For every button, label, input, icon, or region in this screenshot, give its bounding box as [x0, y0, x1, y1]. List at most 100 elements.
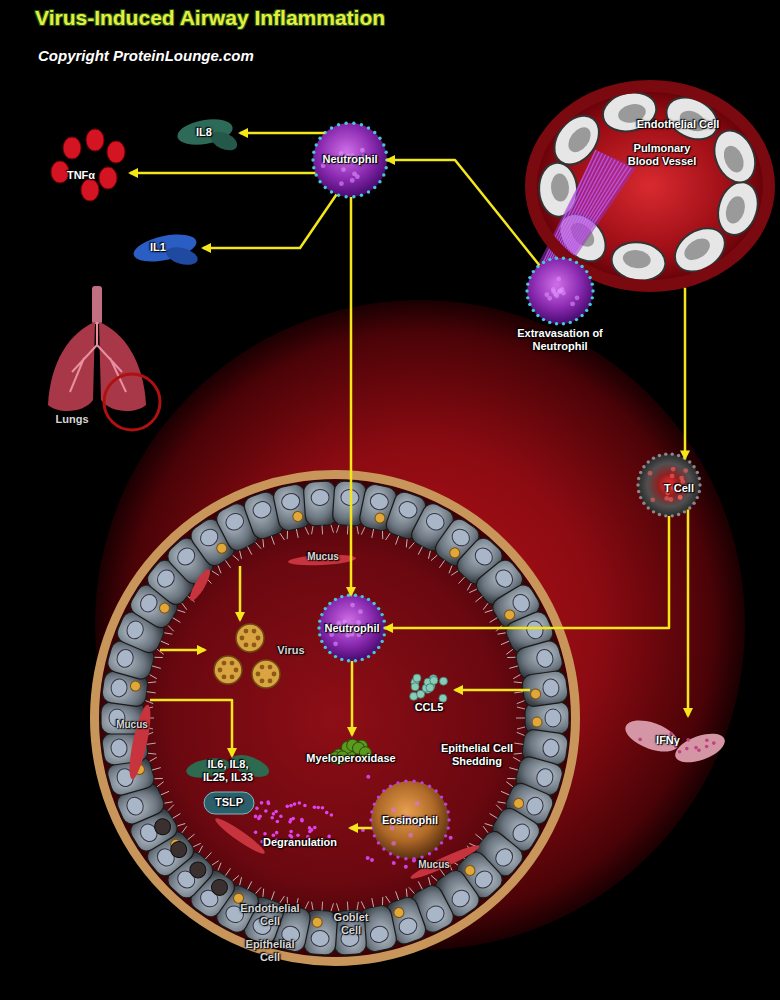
text-label: Pulmonary Blood Vessel [622, 142, 702, 168]
cell-nucleus [449, 526, 473, 549]
cell-surface-dot [434, 789, 437, 792]
virus-particle [512, 797, 525, 810]
capsid-spot [256, 636, 261, 641]
cell-surface-dot [380, 640, 383, 643]
cell-surface-dot [555, 322, 558, 325]
epithelial-cell [516, 702, 569, 734]
cell-surface-dot [652, 456, 655, 459]
arrow-connector [387, 160, 539, 265]
text-label: Lungs [50, 413, 94, 426]
cell-surface-dot [647, 506, 650, 509]
cell-surface-dot [591, 282, 594, 285]
cell-surface-dot [639, 471, 642, 474]
granule-dot [258, 814, 262, 818]
mucus-strand [213, 815, 268, 858]
cell-surface-dot [555, 256, 558, 259]
virus-particle [158, 601, 172, 615]
text-label: Mucus [303, 551, 343, 563]
cell-surface-dot [664, 514, 667, 517]
cell-nucleus [251, 499, 273, 520]
arrow-connector [455, 689, 530, 692]
cell-spot [551, 287, 556, 292]
cell-nucleus [154, 566, 178, 590]
arrow-connector [239, 566, 242, 620]
cell-surface-dot [360, 595, 363, 598]
cell-surface-dot [384, 166, 387, 169]
cell-spot [670, 474, 675, 479]
text-label: T Cell [654, 482, 704, 495]
cell-surface-dot [446, 810, 449, 813]
cell-spot [339, 181, 344, 186]
cell-surface-dot [396, 855, 399, 858]
virus-particle [215, 541, 229, 555]
cilia [167, 608, 186, 631]
diagram-node: Degranulation [250, 800, 350, 852]
mucus-strand [125, 703, 154, 780]
diagram-node: Neutrophil [318, 594, 386, 662]
cell-nucleus [472, 545, 496, 569]
cell-nucleus [524, 618, 546, 641]
cell-surface-dot [580, 314, 583, 317]
cell-nucleus [110, 738, 128, 758]
cell-surface-dot [317, 626, 320, 629]
arrow-connector [351, 661, 354, 735]
cell-surface-dot [324, 186, 327, 189]
cell-surface-dot [562, 256, 565, 259]
text-label: Copyright ProteinLounge.com [38, 47, 338, 65]
cell-spot [558, 288, 563, 293]
cell-spot [575, 295, 580, 300]
cilia [336, 525, 359, 535]
cilia [261, 888, 285, 904]
arrow-connector [130, 172, 315, 175]
chemokine-bead [411, 683, 419, 691]
ring-outline [531, 86, 769, 286]
cell-nucleus [424, 903, 447, 925]
cell-surface-dot [312, 166, 315, 169]
cell-nucleus [535, 648, 555, 670]
cell-surface-dot [324, 646, 327, 649]
cell-surface-dot [671, 514, 674, 517]
granule-dot [313, 826, 317, 830]
cilia [149, 655, 164, 679]
lung-lobe [99, 322, 146, 411]
cell-surface-dot [526, 282, 529, 285]
cell-surface-dot [444, 834, 447, 837]
cilia [451, 569, 473, 591]
cell-nucleus [542, 738, 560, 758]
cilia [311, 525, 334, 535]
cell-surface-dot [382, 847, 385, 850]
cell-nucleus [124, 618, 146, 641]
arrow-connector [203, 195, 337, 249]
text-label: Epithelial Cell [238, 938, 302, 964]
cilia [385, 532, 409, 548]
cell-surface-dot [440, 841, 443, 844]
cell-surface-dot [378, 180, 381, 183]
cell-spot [358, 609, 363, 614]
granule-dot [366, 775, 370, 779]
cell-spot [556, 276, 561, 281]
chemokine-bead [430, 676, 438, 684]
cell-surface-dot [312, 151, 315, 154]
diagram-node: Myeloperoxidase [296, 735, 406, 767]
tnf-shape [86, 129, 104, 151]
cell-surface-dot [354, 593, 357, 596]
cell-surface-dot [692, 502, 695, 505]
text-label: Extravasation of Neutrophil [505, 327, 615, 353]
cilia [361, 896, 384, 909]
cell-surface-dot [337, 193, 340, 196]
cell-nucleus [124, 795, 146, 818]
text-label: Virus-Induced Airway Inflammation [35, 6, 455, 30]
cell-surface-dot [637, 490, 640, 493]
ifn-dot [705, 745, 709, 749]
granule-dot [321, 806, 325, 810]
cell-surface-dot [396, 781, 399, 784]
ifn-dot [712, 741, 716, 745]
cell-surface-dot [334, 655, 337, 658]
cilia [286, 527, 309, 540]
capsid-spot [272, 672, 277, 677]
cell-body [521, 670, 569, 708]
cell-surface-dot [318, 619, 321, 622]
cell-spot [360, 148, 365, 153]
cell-surface-dot [692, 465, 695, 468]
cell-surface-dot [328, 651, 331, 654]
